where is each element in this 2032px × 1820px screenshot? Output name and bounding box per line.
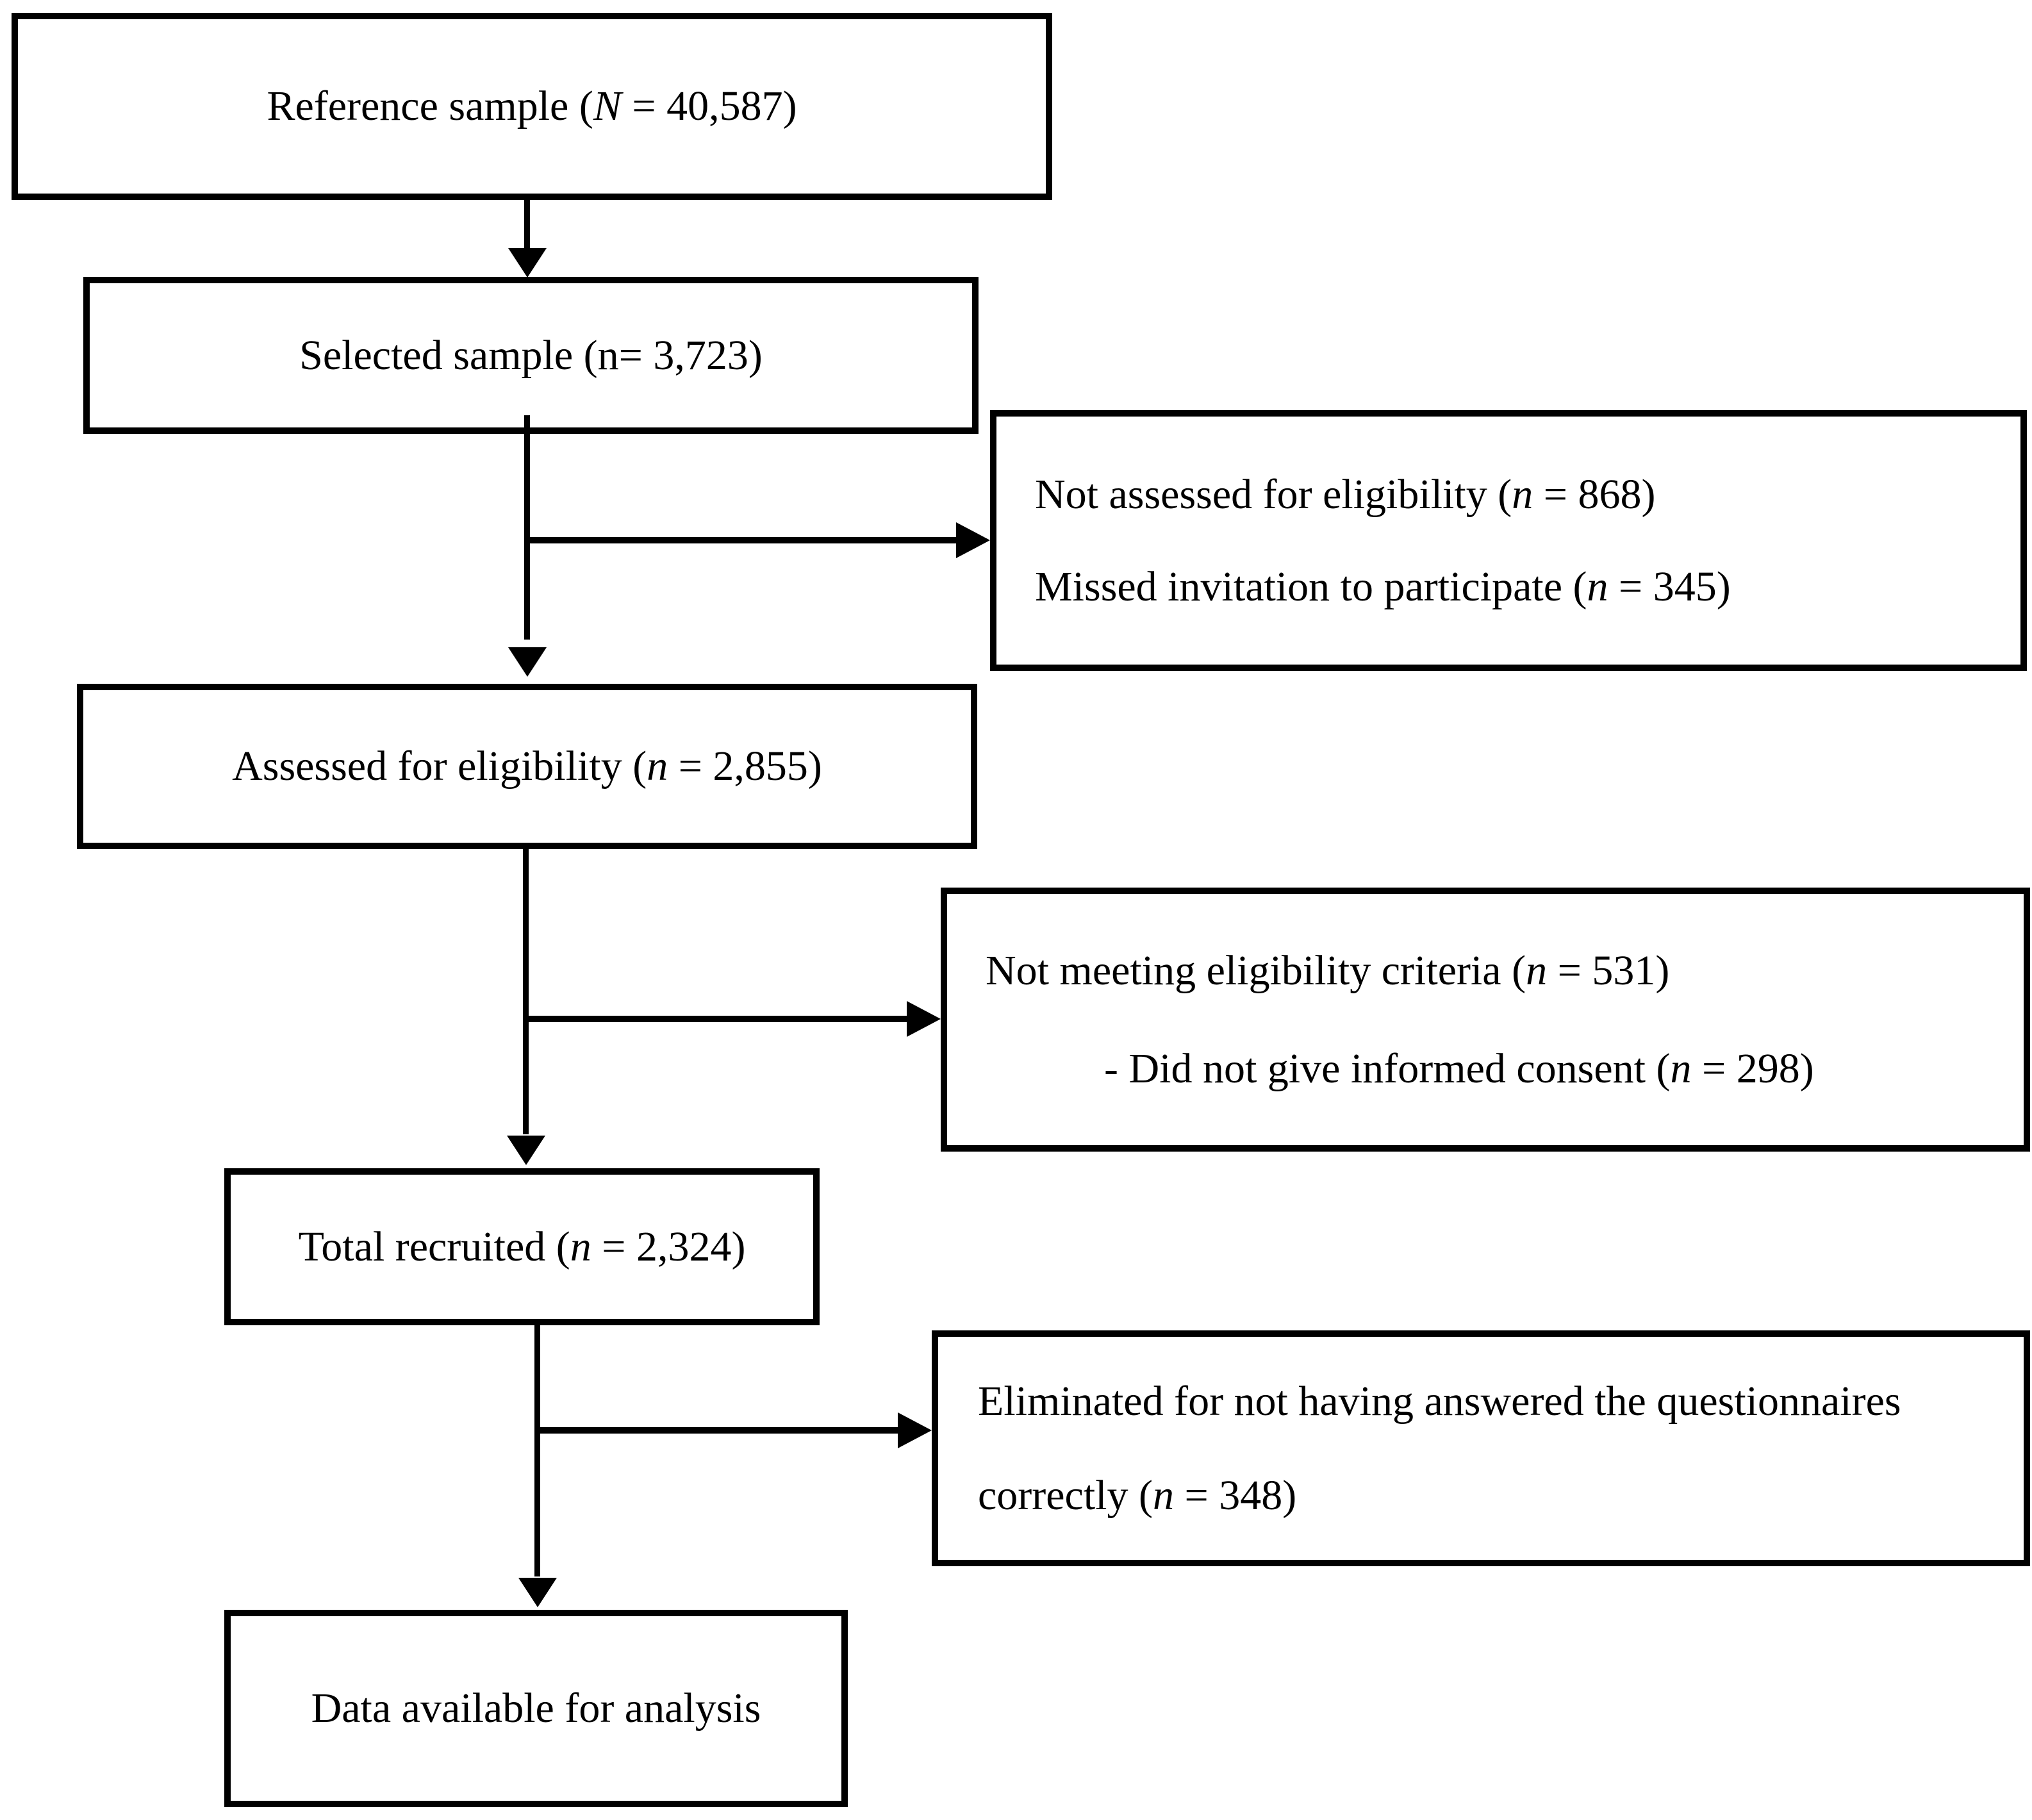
box-data-available-label: Data available for analysis: [311, 1683, 761, 1733]
box-not-assessed-line2: Missed invitation to participate (n = 34…: [1035, 561, 2020, 612]
label-n-symbol: n: [1587, 563, 1608, 610]
label-text: Not meeting eligibility criteria (: [986, 947, 1526, 994]
box-reference-sample: Reference sample (N = 40,587): [12, 13, 1052, 200]
box-total-recruited-label: Total recruited (n = 2,324): [299, 1221, 746, 1272]
label-value: = 40,587): [621, 83, 797, 130]
label-text: Missed invitation to participate (: [1035, 563, 1587, 610]
connector-assessed-to-recruited: [523, 845, 529, 1134]
arrowhead-down-icon: [518, 1578, 557, 1607]
connector-branch-eliminated: [537, 1427, 900, 1434]
label-text: Reference sample (: [267, 83, 593, 130]
label-value: = 345): [1608, 563, 1731, 610]
label-n-symbol: n: [1670, 1045, 1692, 1092]
box-not-assessed-line1: Not assessed for eligibility (n = 868): [1035, 469, 2020, 520]
label-text: - Did not give informed consent (: [1104, 1045, 1671, 1092]
arrowhead-right-icon: [956, 522, 990, 558]
label-text: Selected sample (n= 3,723): [299, 331, 763, 379]
box-assessed-eligibility-label: Assessed for eligibility (n = 2,855): [232, 741, 822, 791]
label-value: = 868): [1533, 471, 1656, 518]
label-text: Eliminated for not having answered the q…: [978, 1377, 1901, 1425]
label-n-symbol: n: [647, 743, 668, 790]
arrowhead-right-icon: [907, 1001, 941, 1037]
arrowhead-right-icon: [898, 1412, 932, 1448]
label-text: correctly (: [978, 1472, 1153, 1519]
box-eliminated-line2: correctly (n = 348): [978, 1470, 2024, 1521]
box-eliminated: Eliminated for not having answered the q…: [932, 1330, 2030, 1566]
box-not-assessed: Not assessed for eligibility (n = 868) M…: [990, 410, 2027, 671]
connector-reference-to-selected: [524, 194, 530, 252]
label-value: = 531): [1547, 947, 1670, 994]
box-not-meeting-line2: - Did not give informed consent (n = 298…: [1104, 1043, 2024, 1094]
label-n-symbol: n: [1512, 471, 1533, 518]
label-text: Assessed for eligibility (: [232, 743, 647, 790]
connector-recruited-to-available: [534, 1319, 540, 1576]
box-eliminated-line1: Eliminated for not having answered the q…: [978, 1376, 2024, 1427]
box-assessed-eligibility: Assessed for eligibility (n = 2,855): [77, 684, 977, 849]
box-not-meeting-line1: Not meeting eligibility criteria (n = 53…: [986, 945, 2024, 996]
arrowhead-down-icon: [508, 248, 547, 277]
box-reference-sample-label: Reference sample (N = 40,587): [267, 81, 797, 131]
label-n-symbol: n: [570, 1223, 591, 1270]
label-value: = 348): [1174, 1472, 1297, 1519]
connector-selected-to-assessed: [524, 415, 530, 640]
label-n-symbol: N: [593, 83, 622, 130]
label-text: Total recruited (: [298, 1223, 570, 1270]
arrowhead-down-icon: [508, 647, 547, 677]
label-text: Data available for analysis: [311, 1685, 761, 1732]
box-selected-sample-label: Selected sample (n= 3,723): [299, 330, 763, 381]
arrowhead-down-icon: [507, 1136, 545, 1165]
box-not-meeting-criteria: Not meeting eligibility criteria (n = 53…: [941, 888, 2030, 1152]
box-total-recruited: Total recruited (n = 2,324): [224, 1168, 820, 1325]
label-text: Not assessed for eligibility (: [1035, 471, 1512, 518]
label-n-symbol: n: [1153, 1472, 1174, 1519]
label-value: = 2,324): [591, 1223, 746, 1270]
label-n-symbol: n: [1526, 947, 1548, 994]
label-value: = 298): [1691, 1045, 1814, 1092]
label-value: = 2,855): [668, 743, 822, 790]
connector-branch-not-assessed: [527, 537, 960, 543]
box-data-available: Data available for analysis: [224, 1610, 848, 1807]
connector-branch-not-meeting: [525, 1016, 910, 1022]
box-selected-sample: Selected sample (n= 3,723): [83, 277, 979, 434]
